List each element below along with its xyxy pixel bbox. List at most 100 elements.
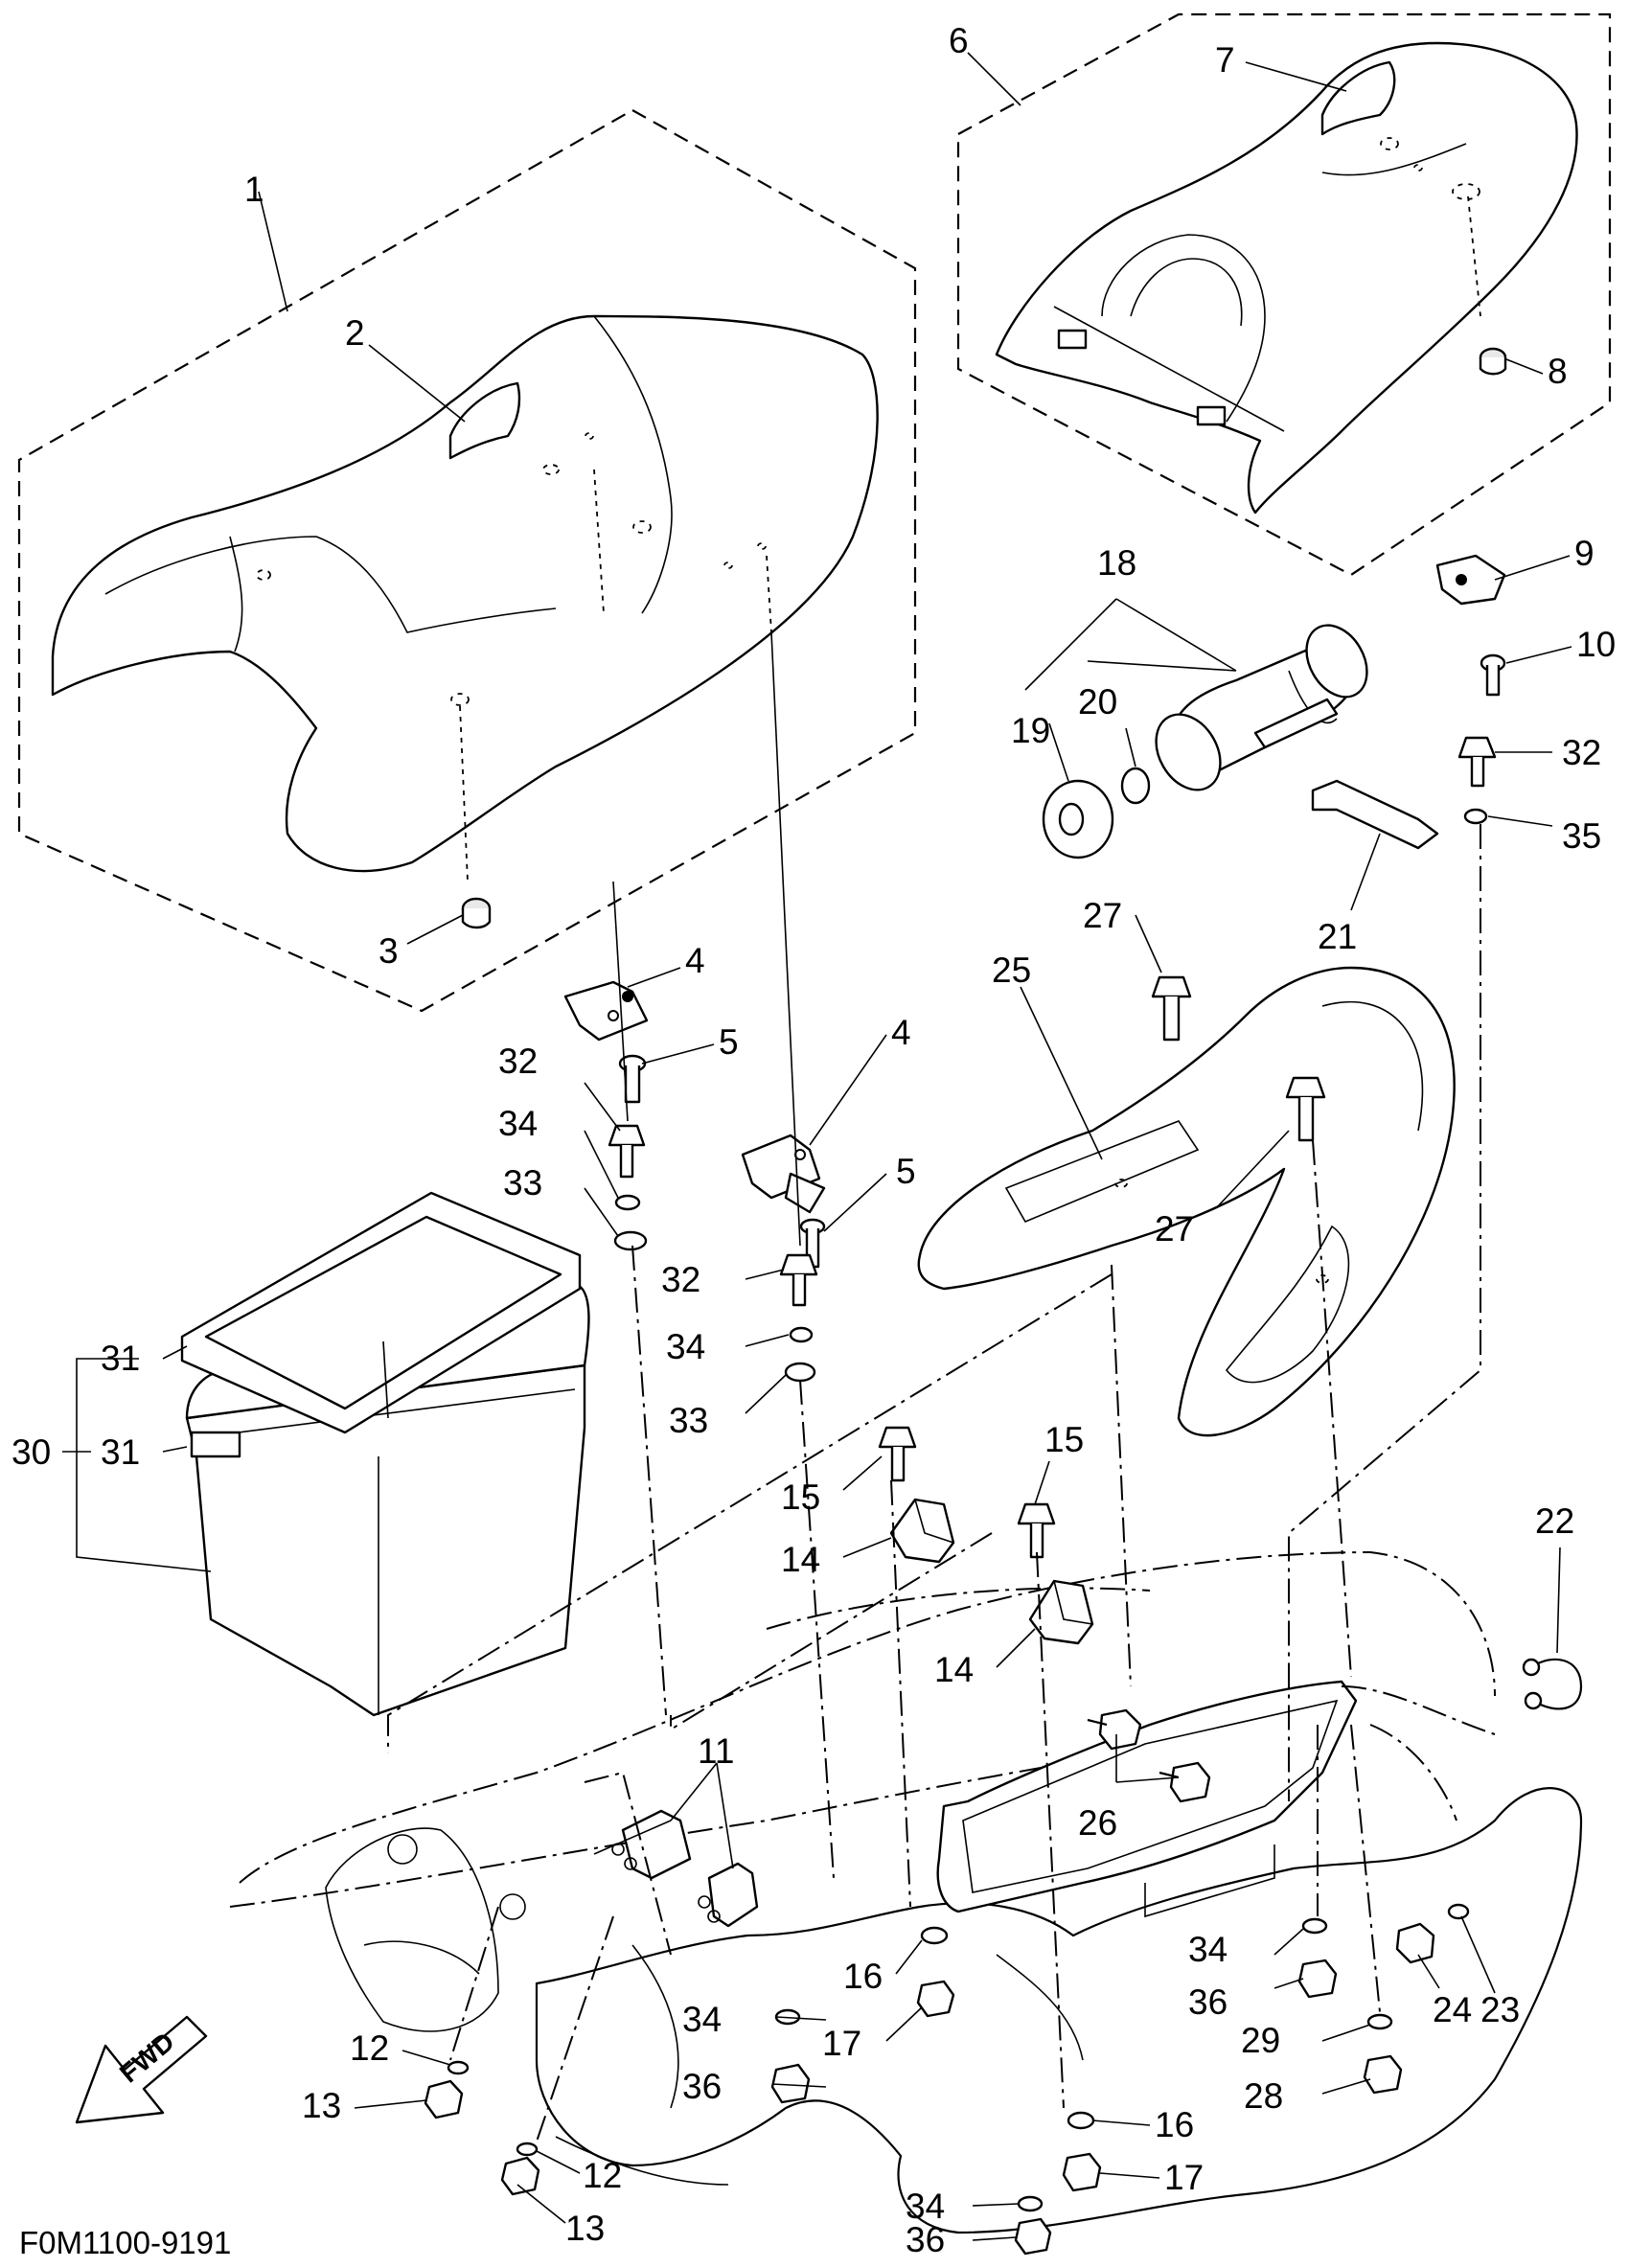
callout-34-bottom: 34 (906, 2187, 945, 2226)
part-33-washer-left-upper (613, 1230, 648, 1251)
callout-36-bottom: 36 (906, 2220, 945, 2259)
part-32-bolt-left-upper (608, 1124, 646, 1179)
part-27-bolt-lower (1285, 1076, 1326, 1142)
callout-8: 8 (1548, 352, 1568, 391)
callout-14-right: 14 (934, 1650, 974, 1689)
part-17-nut-lower (1062, 2152, 1102, 2192)
callout-17-left: 17 (822, 2024, 861, 2063)
part-34-washer-bottom (1017, 2195, 1044, 2212)
callout-18: 18 (1097, 543, 1136, 583)
part-23-washer (1447, 1903, 1470, 1920)
callout-1: 1 (244, 170, 264, 209)
part-4-seat-hook-right (741, 1134, 826, 1214)
fwd-arrow-icon: FWD (75, 2015, 208, 2124)
part-28-nut (1363, 2054, 1403, 2095)
part-3-grommet (461, 897, 492, 929)
callout-31-upper: 31 (101, 1339, 140, 1378)
part-35-washer (1463, 808, 1488, 825)
callout-9: 9 (1574, 534, 1595, 573)
part-22-u-bolt (1522, 1658, 1583, 1710)
callout-30: 30 (11, 1432, 51, 1472)
part-15-bolt-upper (878, 1426, 917, 1482)
part-30-storage-box (180, 1191, 590, 1717)
callout-25: 25 (992, 951, 1031, 990)
callout-15-left: 15 (781, 1478, 820, 1517)
callout-27-lower: 27 (1155, 1209, 1194, 1249)
part-9-seat-hook (1435, 554, 1506, 606)
callout-32-lower: 32 (661, 1260, 700, 1299)
callout-36-center: 36 (682, 2067, 722, 2106)
callout-27-upper: 27 (1083, 896, 1122, 935)
callout-32-right: 32 (1562, 733, 1601, 772)
callout-6: 6 (949, 21, 969, 60)
callout-35: 35 (1562, 816, 1601, 856)
callout-5-upper: 5 (719, 1022, 739, 1062)
callout-33-lower: 33 (669, 1401, 708, 1440)
callout-26: 26 (1078, 1803, 1117, 1843)
part-36-nut-right (1297, 1959, 1338, 1999)
callout-34-upper: 34 (498, 1104, 538, 1143)
part-34-washer-left-upper (614, 1194, 641, 1211)
callout-23: 23 (1480, 1990, 1520, 2029)
part-36-nut-bottom (1014, 2217, 1052, 2256)
part-18-spout-assembly (1155, 624, 1368, 791)
callout-7: 7 (1215, 40, 1235, 80)
part-4-seat-hook-left (563, 980, 649, 1042)
callout-13-lower: 13 (565, 2209, 605, 2248)
callout-20: 20 (1078, 682, 1117, 722)
part-10-bolt (1480, 653, 1506, 697)
part-20-washer (1120, 767, 1151, 805)
callout-10: 10 (1576, 625, 1616, 664)
callout-16-left: 16 (843, 1957, 883, 1996)
callout-4-upper: 4 (685, 941, 705, 980)
part-17-nut-left (916, 1980, 955, 2018)
front-seat-group-box (17, 108, 917, 1013)
callout-32-upper: 32 (498, 1042, 538, 1081)
callout-labels: 1 2 3 4 5 4 5 6 7 8 9 10 18 19 20 21 32 … (11, 21, 1616, 2259)
callout-29: 29 (1241, 2021, 1280, 2060)
callout-22: 22 (1535, 1501, 1574, 1541)
part-14-bracket-upper (889, 1498, 955, 1564)
part-32-bolt-left-lower (779, 1253, 818, 1307)
callout-13-upper: 13 (302, 2086, 341, 2125)
callout-16-lower: 16 (1155, 2105, 1194, 2144)
callout-11: 11 (698, 1731, 734, 1771)
callout-17-lower: 17 (1164, 2158, 1204, 2197)
part-21-bracket (1311, 779, 1439, 850)
part-15-bolt-lower (1017, 1502, 1056, 1559)
callout-19: 19 (1011, 711, 1050, 750)
part-14-bracket-lower (1028, 1579, 1094, 1645)
part-33-washer-left-lower (784, 1362, 816, 1383)
callout-28: 28 (1244, 2076, 1283, 2116)
callout-12-upper: 12 (350, 2028, 389, 2068)
callout-34-lower: 34 (666, 1327, 705, 1366)
callout-14-left: 14 (781, 1540, 820, 1579)
callout-31-lower: 31 (101, 1432, 140, 1472)
part-13-nut-lower (500, 2156, 540, 2196)
callout-34-right: 34 (1188, 1930, 1227, 1969)
callout-3: 3 (379, 931, 399, 971)
part-16-washer-lower (1067, 2111, 1095, 2130)
part-34-washer-right (1301, 1917, 1328, 1935)
hull-deck-outline (229, 1550, 1583, 2234)
part-11-engine-mounts (611, 1809, 759, 1928)
part-25-rear-handle (917, 966, 1456, 1437)
callout-15-right: 15 (1044, 1420, 1084, 1459)
callout-36-right: 36 (1188, 1982, 1227, 2022)
part-19-ring (1042, 779, 1114, 859)
part-13-nut-upper (424, 2079, 464, 2119)
callout-4-lower: 4 (891, 1013, 911, 1052)
callout-21: 21 (1318, 917, 1357, 956)
part-12-washer-upper (447, 2060, 470, 2075)
part-24-nut (1395, 1922, 1435, 1964)
part-27-bolt-upper (1151, 975, 1192, 1042)
callout-24: 24 (1433, 1990, 1472, 2029)
callout-34-center: 34 (682, 2000, 722, 2039)
diagram-code: F0M1100-9191 (19, 2225, 231, 2260)
part-32-bolt-right (1457, 736, 1497, 788)
part-29-washer (1366, 2013, 1393, 2030)
callout-5-lower: 5 (896, 1152, 916, 1191)
front-seat-part (51, 314, 879, 882)
callout-2: 2 (345, 313, 365, 353)
